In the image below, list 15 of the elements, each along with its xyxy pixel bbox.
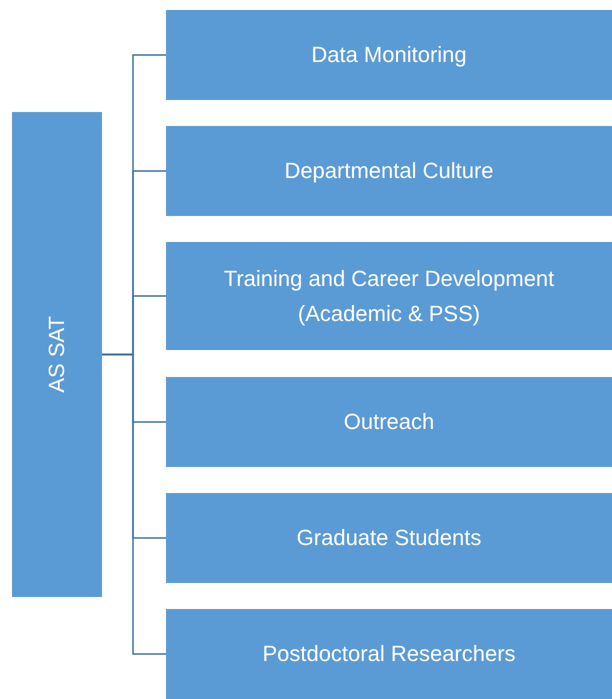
topic-box bbox=[166, 242, 612, 350]
topic-box bbox=[166, 609, 612, 699]
box-label: Graduate Students bbox=[296, 524, 482, 552]
box-label: Postdoctoral Researchers bbox=[262, 640, 516, 668]
topic-box bbox=[166, 126, 612, 216]
box-label: Departmental Culture bbox=[284, 157, 494, 186]
topic-box bbox=[166, 377, 612, 467]
box-label: Data Monitoring bbox=[311, 41, 467, 70]
box-label: AS SAT bbox=[43, 316, 70, 393]
group-box bbox=[12, 112, 102, 597]
box-label: Outreach bbox=[344, 408, 434, 436]
connector-line bbox=[102, 354, 166, 655]
topic-box bbox=[166, 493, 612, 583]
topic-box bbox=[166, 10, 612, 100]
box-label: Training and Career Development (Academic & PSS) bbox=[222, 264, 556, 328]
